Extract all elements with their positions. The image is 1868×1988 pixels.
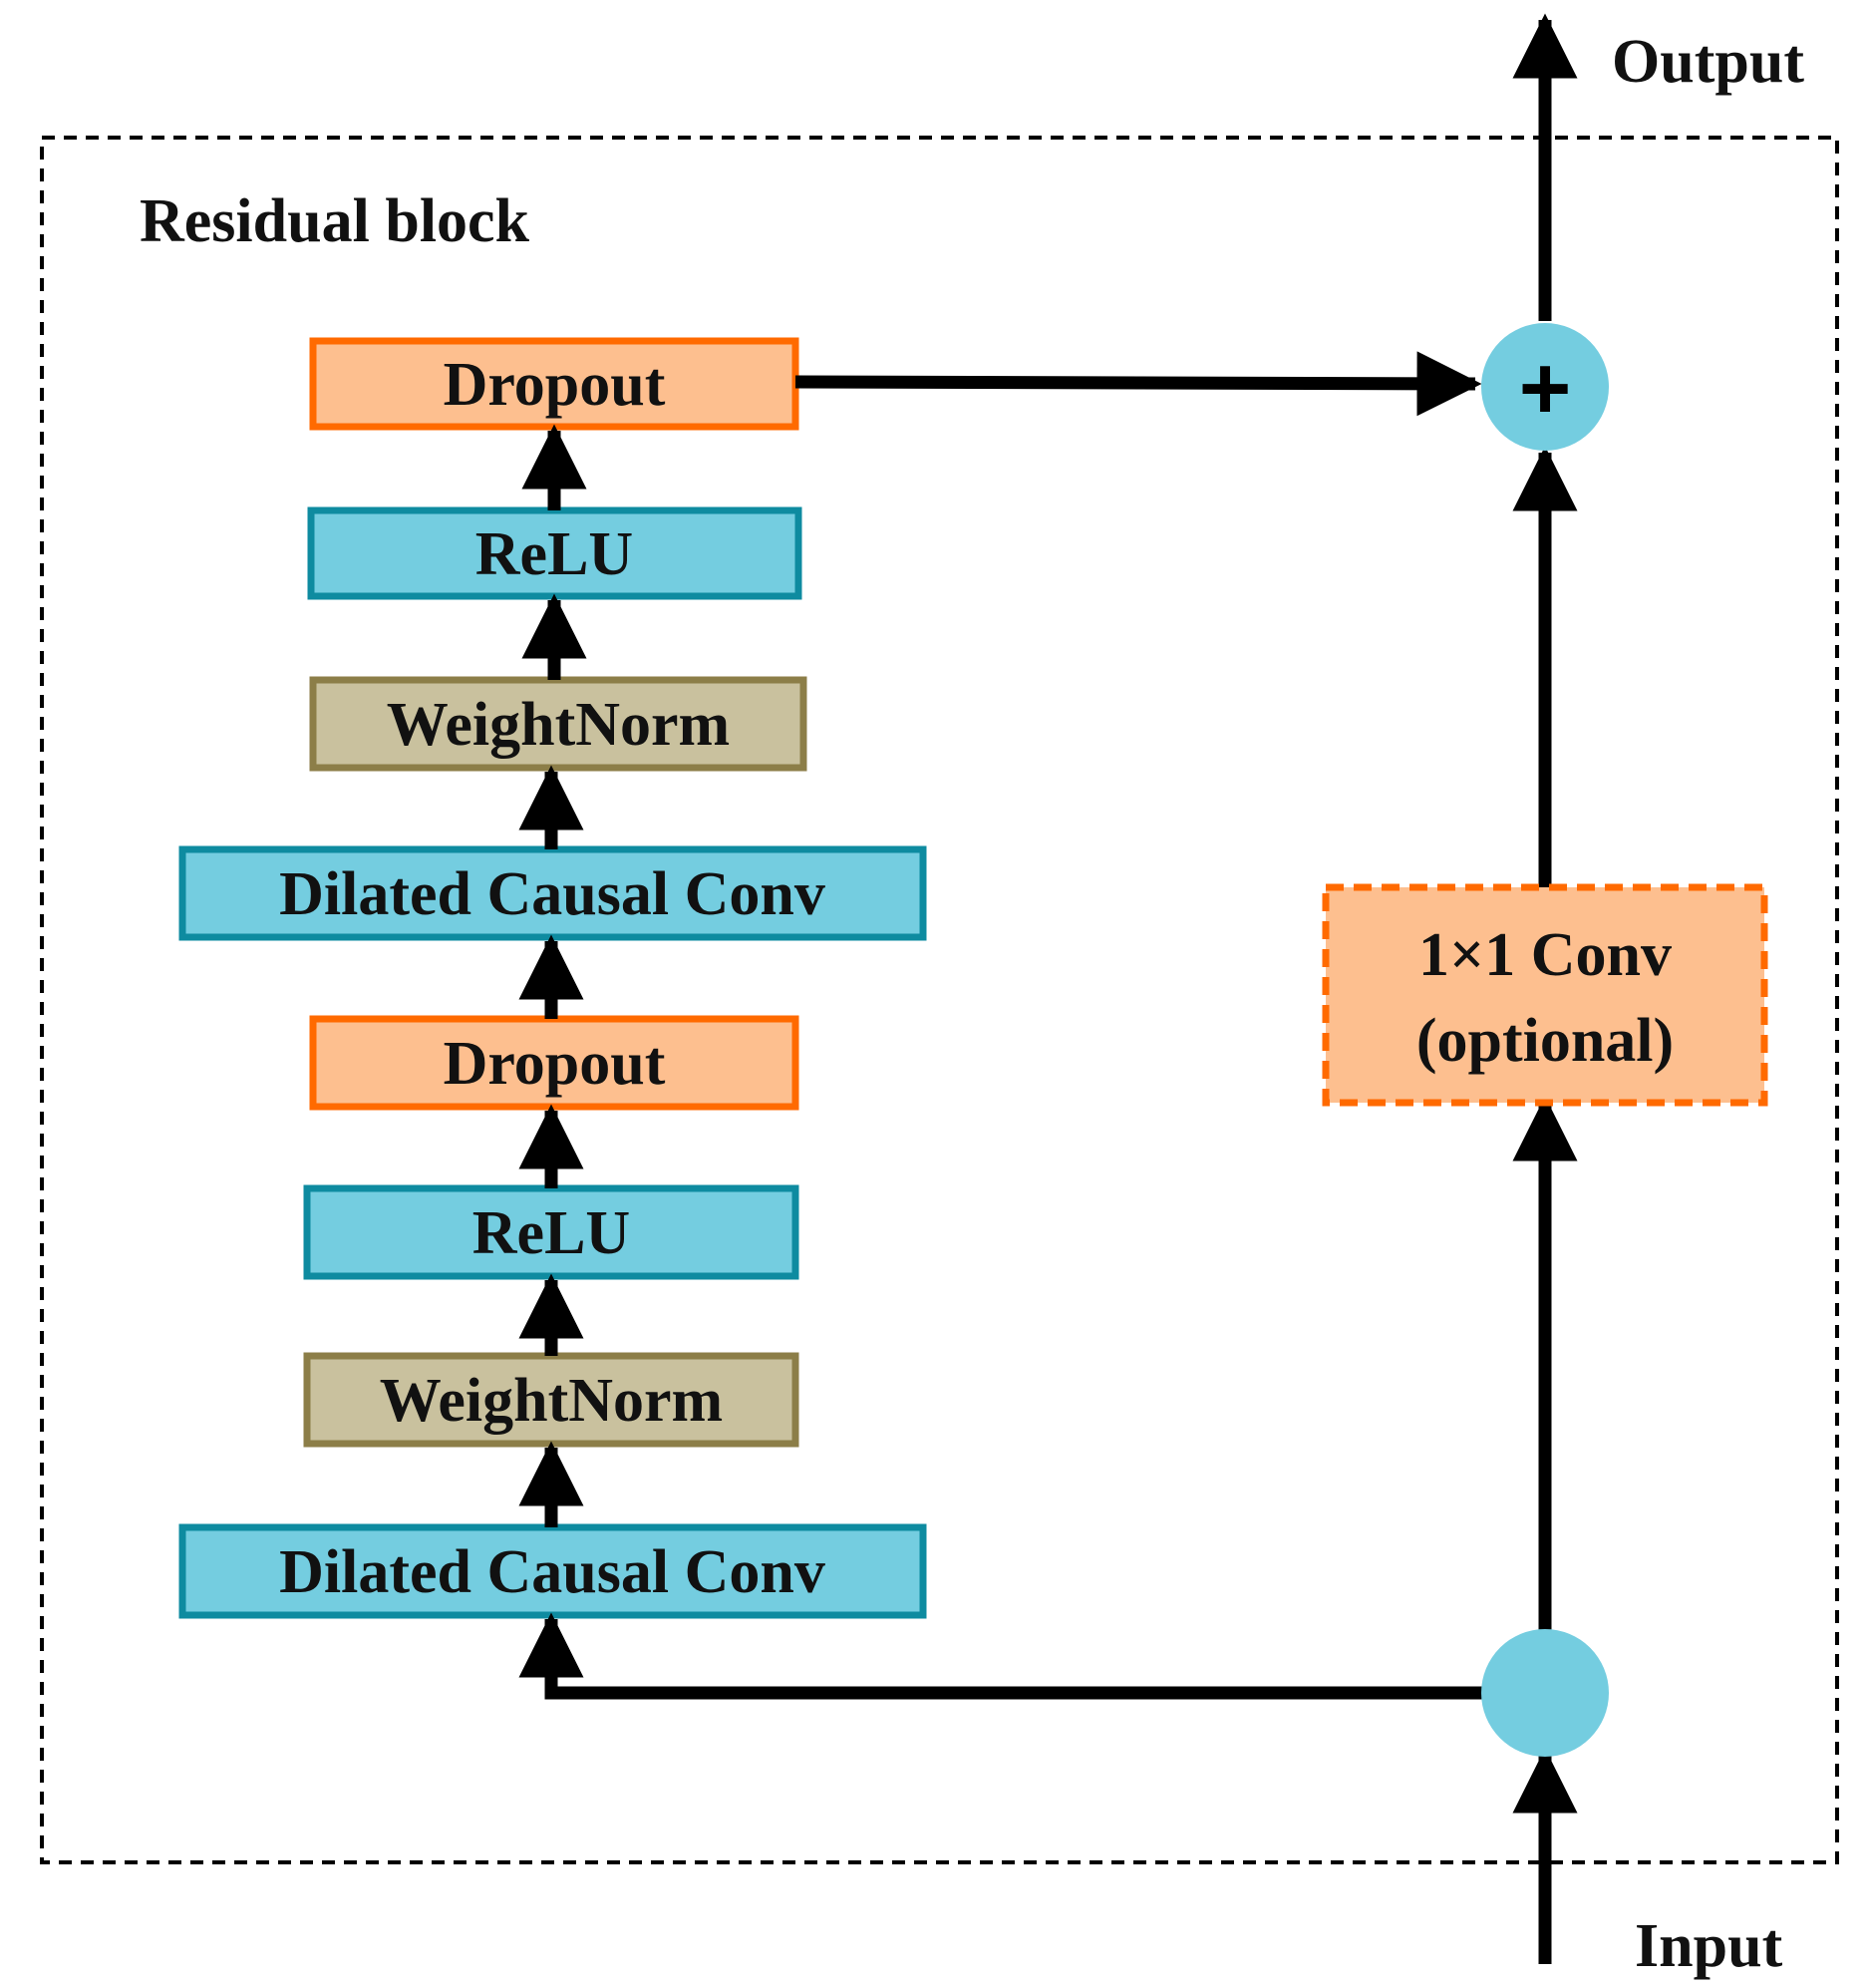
layer-box-weightnorm-1: WeightNorm — [303, 1352, 799, 1448]
layer-box-dropout-1: Dropout — [309, 1015, 799, 1111]
plus-icon: + — [1519, 339, 1572, 439]
input-to-conv-path — [518, 1612, 1495, 1700]
layer-label-relu-2: ReLU — [475, 520, 633, 588]
layer-label-relu-1: ReLU — [472, 1199, 630, 1267]
skip-conv-label-line2: (optional) — [1416, 1007, 1674, 1075]
output-label: Output — [1612, 28, 1804, 96]
layer-box-relu-2: ReLU — [307, 506, 802, 600]
layer-box-weightnorm-2: WeightNorm — [309, 676, 807, 772]
layer-box-dropout-2: Dropout — [309, 337, 799, 431]
layer-label-dropout-2: Dropout — [444, 351, 666, 419]
layer-box-relu-1: ReLU — [303, 1184, 799, 1280]
skip-conv-label-line1: 1×1 Conv — [1418, 921, 1672, 989]
skip-conv-box: 1×1 Conv (optional) — [1322, 883, 1768, 1107]
layer-label-weightnorm-2: WeightNorm — [387, 691, 730, 759]
layer-label-dilated-conv-2: Dilated Causal Conv — [279, 860, 825, 928]
layer-label-dropout-1: Dropout — [444, 1030, 666, 1098]
stack-arrows — [518, 424, 587, 1527]
input-label: Input — [1635, 1912, 1783, 1980]
sum-node: + — [1481, 323, 1609, 451]
layer-box-dilated-conv-2: Dilated Causal Conv — [178, 845, 927, 941]
layer-label-weightnorm-1: WeightNorm — [380, 1367, 723, 1435]
residual-block-frame — [40, 136, 1839, 1864]
layer-box-dilated-conv-1: Dilated Causal Conv — [178, 1523, 927, 1619]
layer-rect-relu-2 — [307, 506, 802, 600]
arrow-dropout-to-sum — [794, 351, 1482, 417]
layer-label-dilated-conv-1: Dilated Causal Conv — [279, 1538, 825, 1606]
block-title: Residual block — [140, 187, 530, 255]
split-node — [1481, 1629, 1609, 1757]
sum-node-circle — [1481, 323, 1609, 451]
skip-conv-rect — [1322, 883, 1768, 1107]
